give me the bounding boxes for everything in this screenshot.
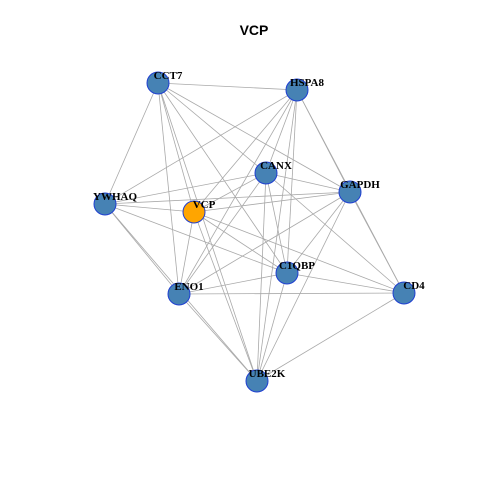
node-label-vcp: VCP: [193, 199, 216, 211]
edge-cct7-vcp: [157, 82, 195, 213]
edge-cct7-gapdh: [157, 82, 351, 193]
edge-canx-eno1: [178, 172, 267, 295]
edge-c1qbp-ube2k: [256, 272, 288, 382]
graph-title: VCP: [240, 22, 269, 38]
edge-ywhaq-c1qbp: [104, 203, 288, 274]
edge-vcp-cd4: [193, 211, 405, 294]
edge-gapdh-ube2k: [256, 191, 351, 382]
node-label-cd4: CD4: [403, 280, 425, 292]
node-label-gapdh: GAPDH: [340, 179, 380, 191]
node-ywhaq[interactable]: [93, 192, 117, 216]
node-label-canx: CANX: [260, 160, 292, 172]
edge-cct7-ywhaq: [104, 82, 159, 205]
node-eno1[interactable]: [167, 282, 191, 306]
node-label-eno1: ENO1: [174, 281, 203, 293]
edge-layer: [104, 82, 405, 382]
edge-cct7-eno1: [157, 82, 180, 295]
edge-gapdh-ywhaq: [104, 191, 351, 205]
edge-hspa8-vcp: [193, 89, 298, 213]
edge-cd4-ube2k: [256, 292, 405, 382]
edge-cct7-ube2k: [157, 82, 258, 382]
edge-eno1-cd4: [178, 292, 405, 295]
edge-c1qbp-cd4: [286, 272, 405, 294]
node-hspa8[interactable]: [285, 78, 309, 102]
edge-hspa8-c1qbp: [286, 89, 298, 274]
node-label-ube2k: UBE2K: [249, 368, 286, 380]
node-c1qbp[interactable]: [275, 261, 299, 285]
node-label-c1qbp: C1QBP: [279, 260, 315, 272]
edge-vcp-ube2k: [193, 211, 258, 382]
node-cct7[interactable]: [146, 71, 170, 95]
edge-canx-ywhaq: [104, 172, 267, 205]
edge-canx-vcp: [193, 172, 267, 213]
edge-canx-ube2k: [256, 172, 267, 382]
edge-ywhaq-eno1: [104, 203, 180, 295]
node-ube2k[interactable]: [245, 369, 269, 393]
edge-vcp-eno1: [178, 211, 195, 295]
edge-ywhaq-vcp: [104, 203, 195, 213]
edge-cct7-canx: [157, 82, 267, 174]
edge-canx-c1qbp: [265, 172, 288, 274]
edge-cct7-hspa8: [157, 82, 298, 91]
edge-canx-cd4: [265, 172, 405, 294]
edge-hspa8-eno1: [178, 89, 298, 295]
node-label-ywhaq: YWHAQ: [93, 191, 137, 203]
edge-hspa8-canx: [265, 89, 298, 174]
edge-hspa8-ywhaq: [104, 89, 298, 205]
edge-gapdh-c1qbp: [286, 191, 351, 274]
node-label-hspa8: HSPA8: [290, 77, 325, 89]
node-label-cct7: CCT7: [154, 70, 183, 82]
node-cd4[interactable]: [392, 281, 416, 305]
node-canx[interactable]: [254, 161, 278, 185]
edge-gapdh-vcp: [193, 191, 351, 213]
edge-c1qbp-eno1: [178, 272, 288, 295]
node-vcp[interactable]: [182, 200, 206, 224]
node-layer: [93, 71, 416, 393]
edge-canx-gapdh: [265, 172, 351, 193]
edge-vcp-c1qbp: [193, 211, 288, 274]
edge-gapdh-cd4: [349, 191, 405, 294]
node-gapdh[interactable]: [338, 180, 362, 204]
edge-gapdh-eno1: [178, 191, 351, 295]
edge-eno1-ube2k: [178, 293, 258, 382]
